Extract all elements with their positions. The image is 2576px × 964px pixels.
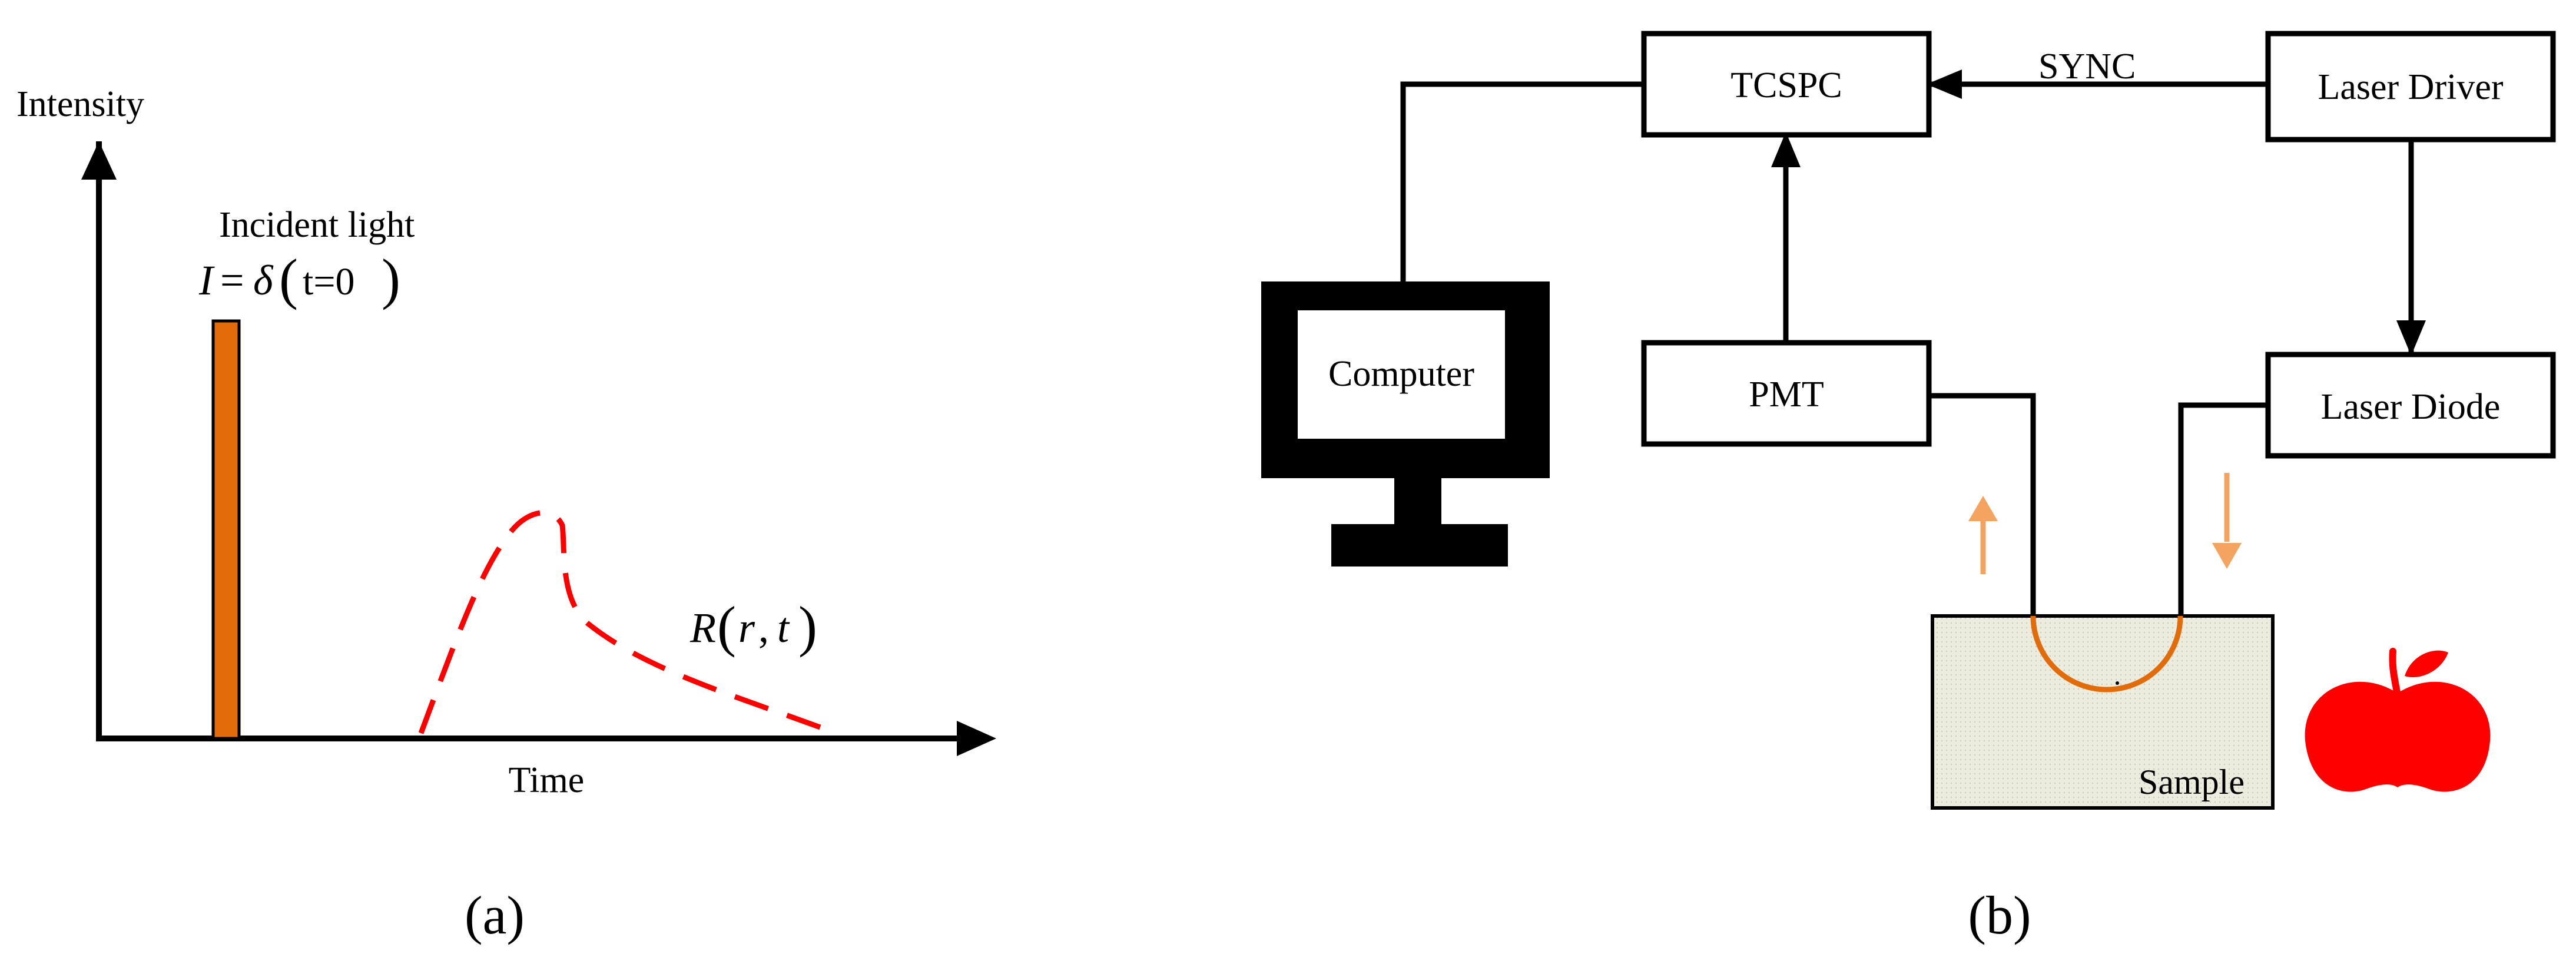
incident-formula: I = δ ( t=0 ) xyxy=(198,247,400,310)
formula-r-lparen: ( xyxy=(717,595,736,658)
light-down-arrow xyxy=(2212,473,2242,569)
formula-eq: = xyxy=(220,257,244,304)
laser-driver-box: Laser Driver xyxy=(2265,31,2556,143)
pmt-label: PMT xyxy=(1749,375,1824,415)
laser-diode-label: Laser Diode xyxy=(2321,387,2501,427)
fiber-pmt xyxy=(1930,393,2036,616)
caption-b: (b) xyxy=(1968,885,2031,945)
computer-label: Computer xyxy=(1328,354,1474,394)
response-curve xyxy=(418,510,837,736)
sample-label: Sample xyxy=(2139,763,2245,801)
formula-arg: t=0 xyxy=(303,260,355,303)
wire-computer-tcspc xyxy=(1400,81,1644,281)
formula-r-fn: R xyxy=(689,604,716,651)
tcspc-label: TCSPC xyxy=(1730,65,1842,105)
formula-r-var: r xyxy=(738,604,755,651)
monitor-icon: Computer xyxy=(1261,281,1550,567)
laser-diode-box: Laser Diode xyxy=(2265,352,2556,459)
formula-r-rparen: ) xyxy=(798,595,817,658)
x-axis-label: Time xyxy=(509,760,585,800)
incident-light-label: Incident light xyxy=(219,205,415,245)
sync-label: SYNC xyxy=(2038,47,2136,87)
tcspc-box: TCSPC xyxy=(1641,31,1932,138)
pmt-box: PMT xyxy=(1641,340,1932,447)
formula-t-var: t xyxy=(777,604,790,651)
x-axis-arrowhead xyxy=(957,721,996,756)
apple-icon xyxy=(2305,648,2491,792)
panel-b: SYNC TCSPC Laser Driver PMT Laser Diode … xyxy=(1261,31,2556,945)
laser-driver-label: Laser Driver xyxy=(2318,67,2504,107)
formula-lparen: ( xyxy=(279,247,298,310)
sample-point xyxy=(2116,681,2119,685)
formula-i: I xyxy=(198,257,215,304)
caption-a: (a) xyxy=(465,885,525,945)
fiber-diode xyxy=(2178,402,2268,616)
panel-a: Intensity Time Incident light I = δ ( t=… xyxy=(16,84,996,945)
light-up-arrow xyxy=(1968,496,1998,574)
y-axis-arrowhead xyxy=(81,141,117,180)
fiber-probe xyxy=(2030,615,2183,693)
incident-pulse-bar xyxy=(211,319,241,740)
formula-rparen: ) xyxy=(382,247,400,310)
y-axis-label: Intensity xyxy=(16,84,144,124)
response-formula: R ( r , t ) xyxy=(689,595,817,658)
formula-delta: δ xyxy=(253,257,274,304)
formula-r-comma: , xyxy=(758,604,769,651)
sample-box: Sample xyxy=(1931,614,2275,810)
